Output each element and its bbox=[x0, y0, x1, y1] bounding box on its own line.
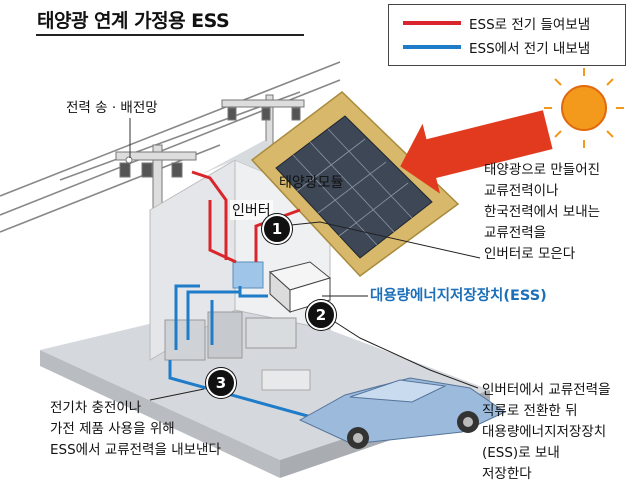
step2-badge: 2 bbox=[306, 300, 336, 330]
inverter-box bbox=[232, 261, 264, 289]
solar-module-label: 태양광모듈 bbox=[279, 175, 344, 191]
wire-red bbox=[191, 170, 301, 264]
sun-rays-icon bbox=[544, 68, 624, 148]
electric-car-icon bbox=[298, 377, 507, 449]
step1-description: 태양광으로 만들어진 교류전력이나 한국전력에서 보내는 교류전력을 인버터로 … bbox=[484, 162, 601, 262]
sun-icon bbox=[561, 85, 607, 131]
solar-panel bbox=[275, 115, 433, 259]
powerline-label: 전력 송 · 배전망 bbox=[66, 100, 158, 116]
legend-item-in: ESS로 전기 들여보냄 bbox=[403, 13, 590, 33]
legend-label-in: ESS로 전기 들여보냄 bbox=[469, 17, 591, 33]
step3-description: 전기차 충전이나 가전 제품 사용을 위해 ESS에서 교류전력을 내보낸다 bbox=[50, 400, 221, 458]
inverter-label: 인버터 bbox=[230, 200, 273, 220]
solar-panel-grid bbox=[292, 128, 413, 246]
sunlight-arrow-icon bbox=[400, 110, 553, 194]
page-title: 태양광 연계 가정용 ESS bbox=[37, 10, 230, 32]
step2-description: 인버터에서 교류전력을 직류로 전환한 뒤 대용량에너지저장장치 (ESS)로 … bbox=[482, 382, 611, 482]
utility-pole-right bbox=[221, 94, 305, 176]
step3-badge: 3 bbox=[206, 368, 236, 398]
legend: ESS로 전기 들여보냄 ESS에서 전기 내보냄 bbox=[388, 4, 626, 66]
ess-label: 대용량에너지저장장치(ESS) bbox=[370, 288, 547, 304]
wire-blue bbox=[168, 284, 323, 422]
ess-unit bbox=[268, 261, 332, 314]
legend-label-out: ESS에서 전기 내보냄 bbox=[469, 41, 591, 57]
step1-badge: 1 bbox=[262, 214, 292, 244]
legend-swatch-blue bbox=[403, 45, 461, 49]
title-underline bbox=[36, 34, 304, 36]
legend-swatch-red bbox=[403, 21, 461, 25]
legend-item-out: ESS에서 전기 내보냄 bbox=[403, 37, 590, 57]
